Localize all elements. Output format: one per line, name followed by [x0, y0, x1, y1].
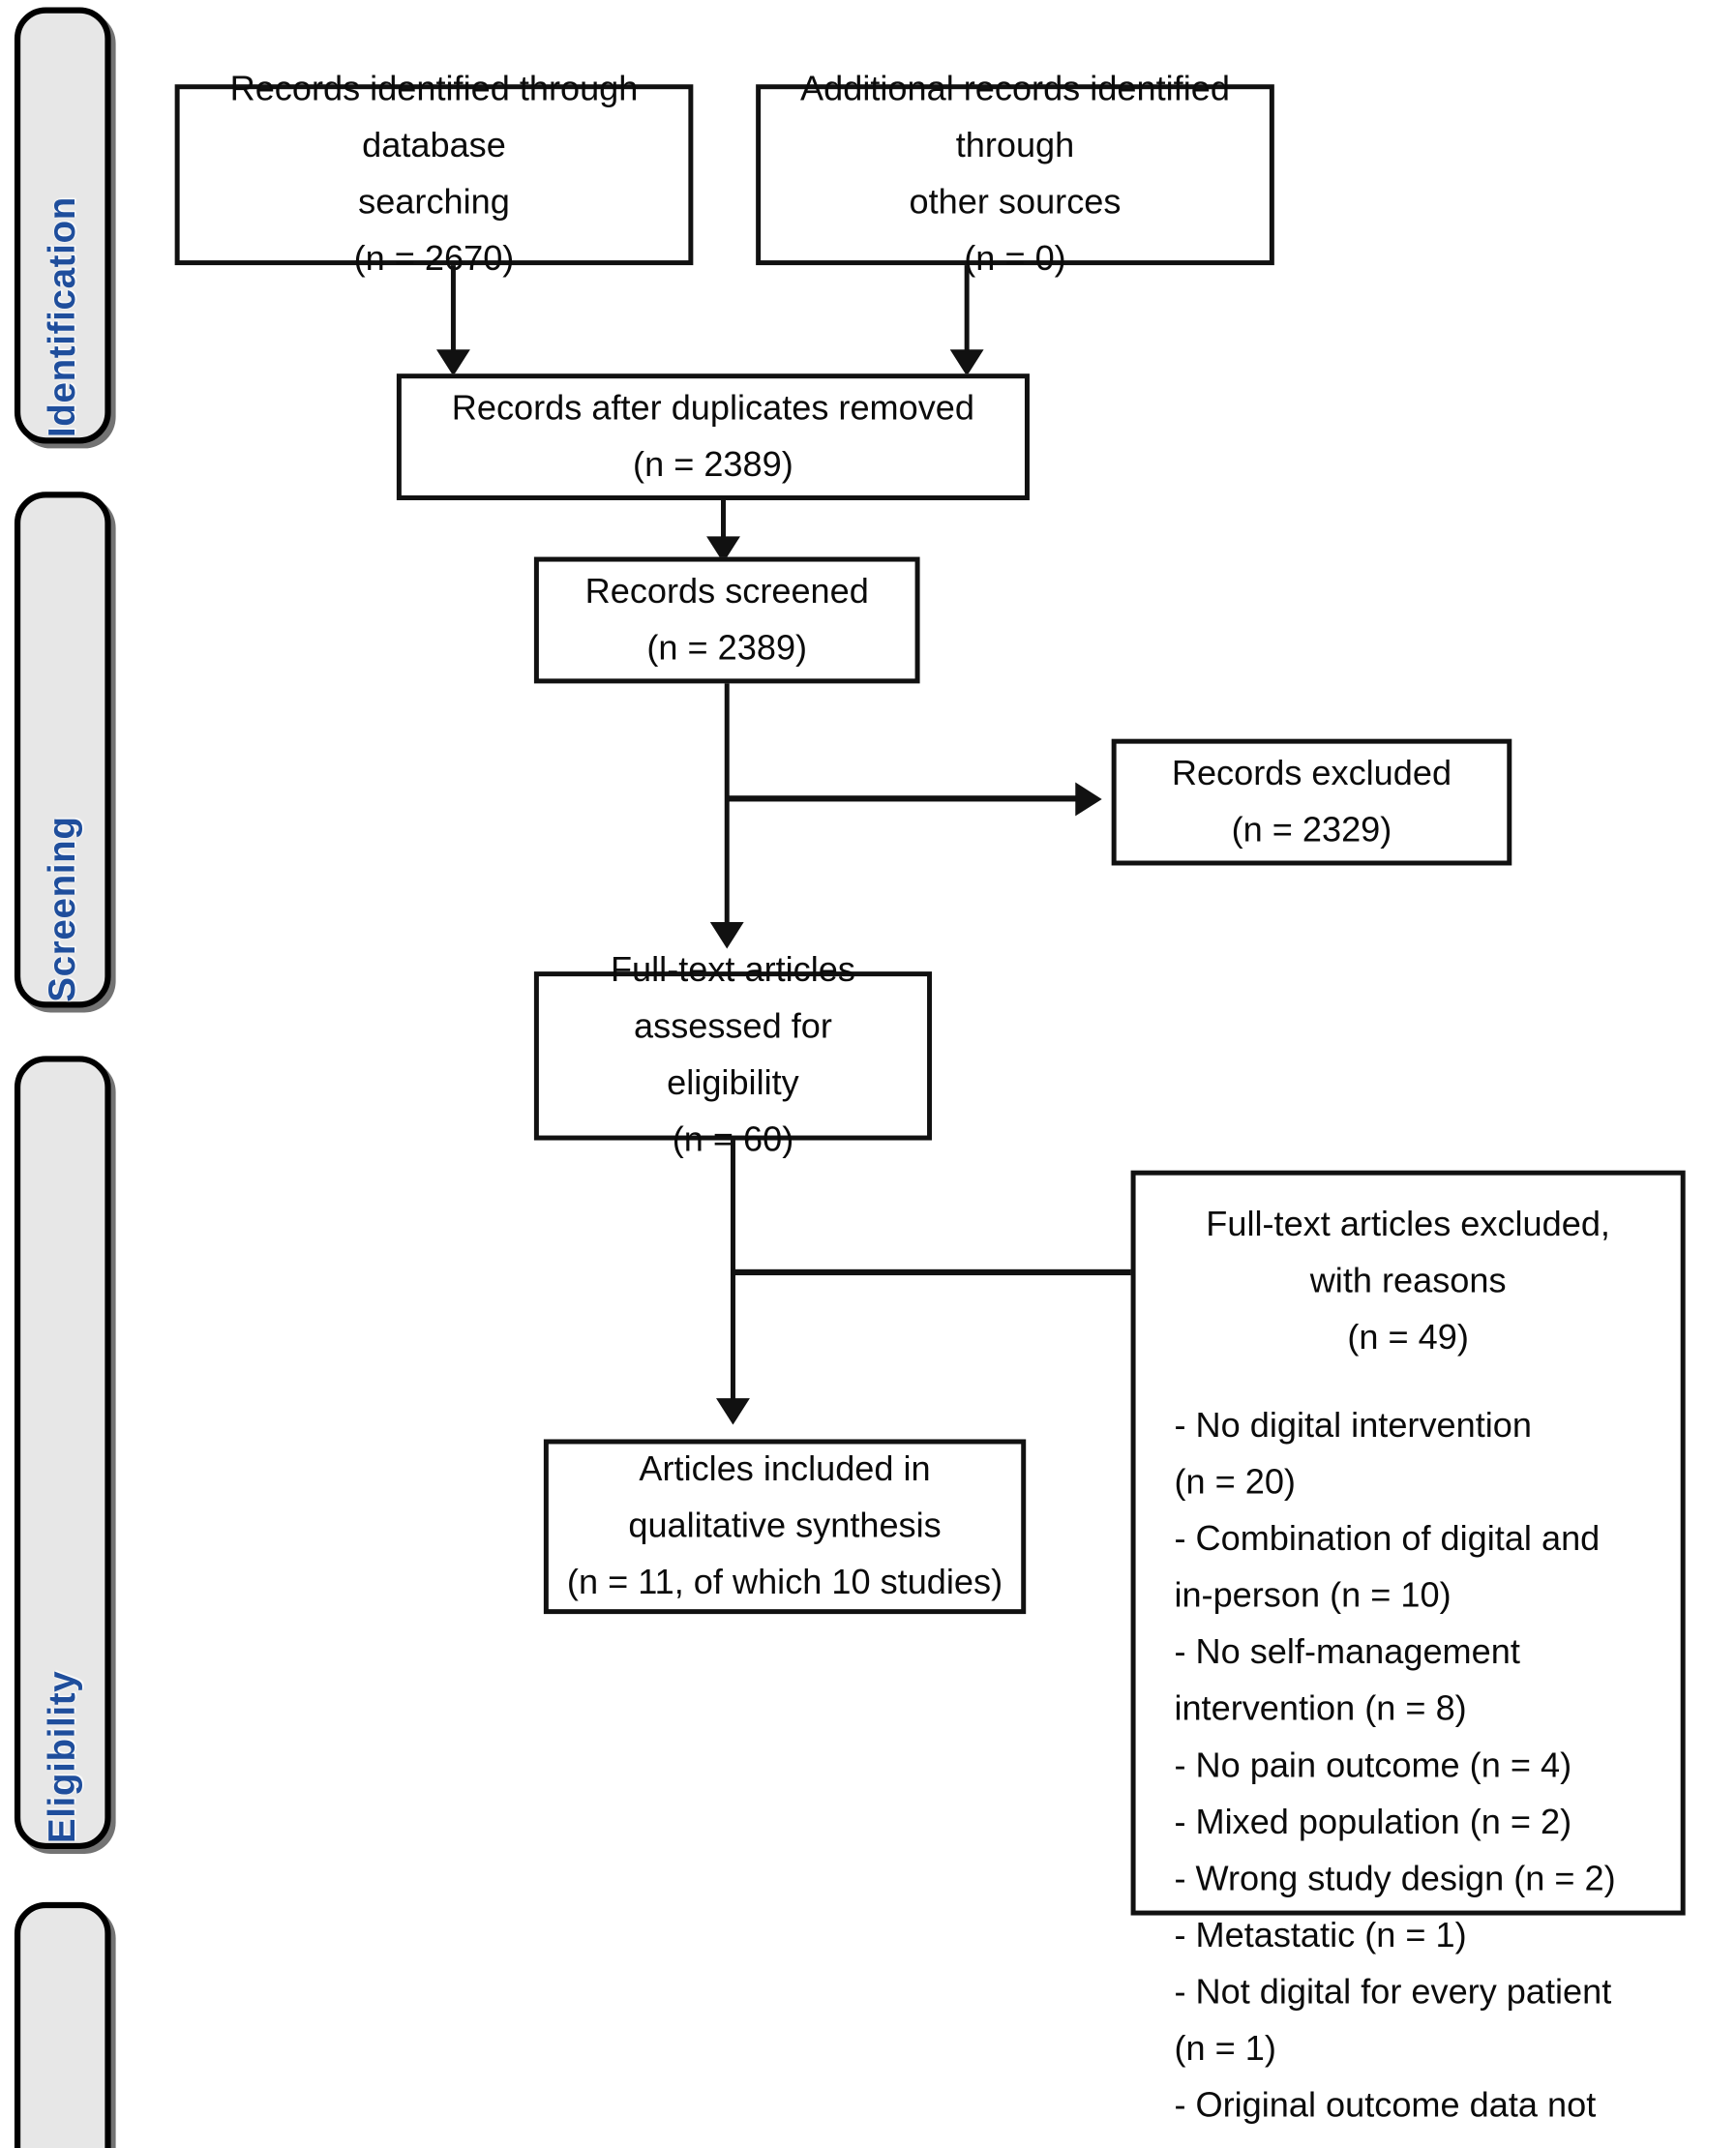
other-sources-count: (n = 0) [964, 239, 1066, 279]
box-duplicates-removed: Records after duplicates removed (n = 23… [396, 373, 1030, 501]
articles-included-count: (n = 11, of which 10 studies) [566, 1563, 1003, 1602]
reason-item: (n = 20) [1174, 1463, 1296, 1503]
records-excluded-count: (n = 2329) [1231, 810, 1392, 850]
box-fulltext-assessed: Full-text articles assessed for eligibil… [533, 951, 933, 1159]
other-sources-line-2: other sources [909, 183, 1122, 223]
stage-pill-identification: Identification [14, 7, 111, 444]
arrowhead-screened-to-fulltext [709, 922, 744, 949]
box-records-screened: Records screened (n = 2389) [533, 556, 920, 684]
connector-screened-to-excluded [727, 795, 1085, 802]
reason-item: available (n = 1) [1174, 2134, 1656, 2148]
box-other-sources: Additional records identified through ot… [756, 70, 1274, 279]
reason-item: - Wrong study design (n = 2) [1174, 1859, 1616, 1898]
arrowhead-fulltext-to-included [716, 1398, 750, 1425]
connector-screened-to-fulltext [724, 683, 730, 932]
connector-duplicates-to-screened [721, 500, 726, 547]
connector-database-to-duplicates [450, 265, 456, 360]
fulltext-excluded-line-1: Full-text articles excluded, [1206, 1205, 1610, 1244]
reason-item: - No self-management [1174, 1632, 1520, 1672]
fulltext-excluded-line-2: with reasons [1309, 1262, 1507, 1301]
database-search-line-1: Records identified through database [229, 70, 639, 165]
reason-item: - Original outcome data not [1174, 2085, 1597, 2125]
reason-item: in-person (n = 10) [1174, 1576, 1452, 1616]
database-search-count: (n = 2670) [353, 239, 515, 279]
fulltext-assessed-line-1: Full-text articles assessed for [610, 951, 855, 1047]
records-screened-title: Records screened [584, 572, 869, 612]
stage-label-screening: Screening [41, 815, 83, 1002]
box-articles-included: Articles included in qualitative synthes… [543, 1439, 1027, 1615]
database-search-line-2: searching [358, 183, 510, 223]
reason-item: - Mixed population (n = 2) [1174, 1803, 1572, 1842]
records-excluded-title: Records excluded [1171, 754, 1452, 793]
stage-label-identification: Identification [41, 196, 83, 438]
connector-other-to-duplicates [964, 265, 970, 360]
arrowhead-screened-to-excluded [1075, 782, 1102, 817]
reason-item: intervention (n = 8) [1174, 1689, 1467, 1729]
fulltext-assessed-line-2: eligibility [667, 1064, 799, 1103]
stage-label-eligibility: Eligibility [41, 1670, 83, 1843]
stage-pill-eligibility: Eligibility [14, 1056, 111, 1850]
reason-item: - Metastatic (n = 1) [1174, 1916, 1467, 1955]
reason-item: - No digital intervention [1174, 1406, 1532, 1446]
box-database-search: Records identified through database sear… [174, 70, 694, 279]
arrowhead-database-to-duplicates [435, 349, 470, 376]
articles-included-line-2: qualitative synthesis [628, 1507, 942, 1546]
other-sources-line-1: Additional records identified through [800, 70, 1230, 165]
box-records-excluded: Records excluded (n = 2329) [1111, 738, 1512, 866]
duplicates-removed-count: (n = 2389) [633, 445, 793, 485]
arrowhead-other-to-duplicates [949, 349, 984, 376]
stage-pill-screening: Screening [14, 492, 111, 1008]
box-fulltext-excluded: Full-text articles excluded, with reason… [1130, 1170, 1686, 2148]
records-screened-count: (n = 2389) [646, 628, 808, 668]
reason-item: (n = 1) [1174, 2029, 1276, 2069]
duplicates-removed-title: Records after duplicates removed [451, 388, 975, 428]
reason-item: - Combination of digital and [1174, 1519, 1601, 1559]
fulltext-excluded-count: (n = 49) [1347, 1318, 1469, 1357]
stage-pill-included: Included [14, 1901, 111, 2148]
articles-included-line-1: Articles included in [639, 1449, 931, 1489]
fulltext-excluded-reason-list: - No digital intervention (n = 20) - Com… [1148, 1398, 1668, 2148]
fulltext-excluded-heading: Full-text articles excluded, with reason… [1148, 1197, 1668, 1367]
reason-item: - No pain outcome (n = 4) [1174, 1745, 1572, 1785]
reason-item: - Not digital for every patient [1174, 1972, 1612, 2012]
